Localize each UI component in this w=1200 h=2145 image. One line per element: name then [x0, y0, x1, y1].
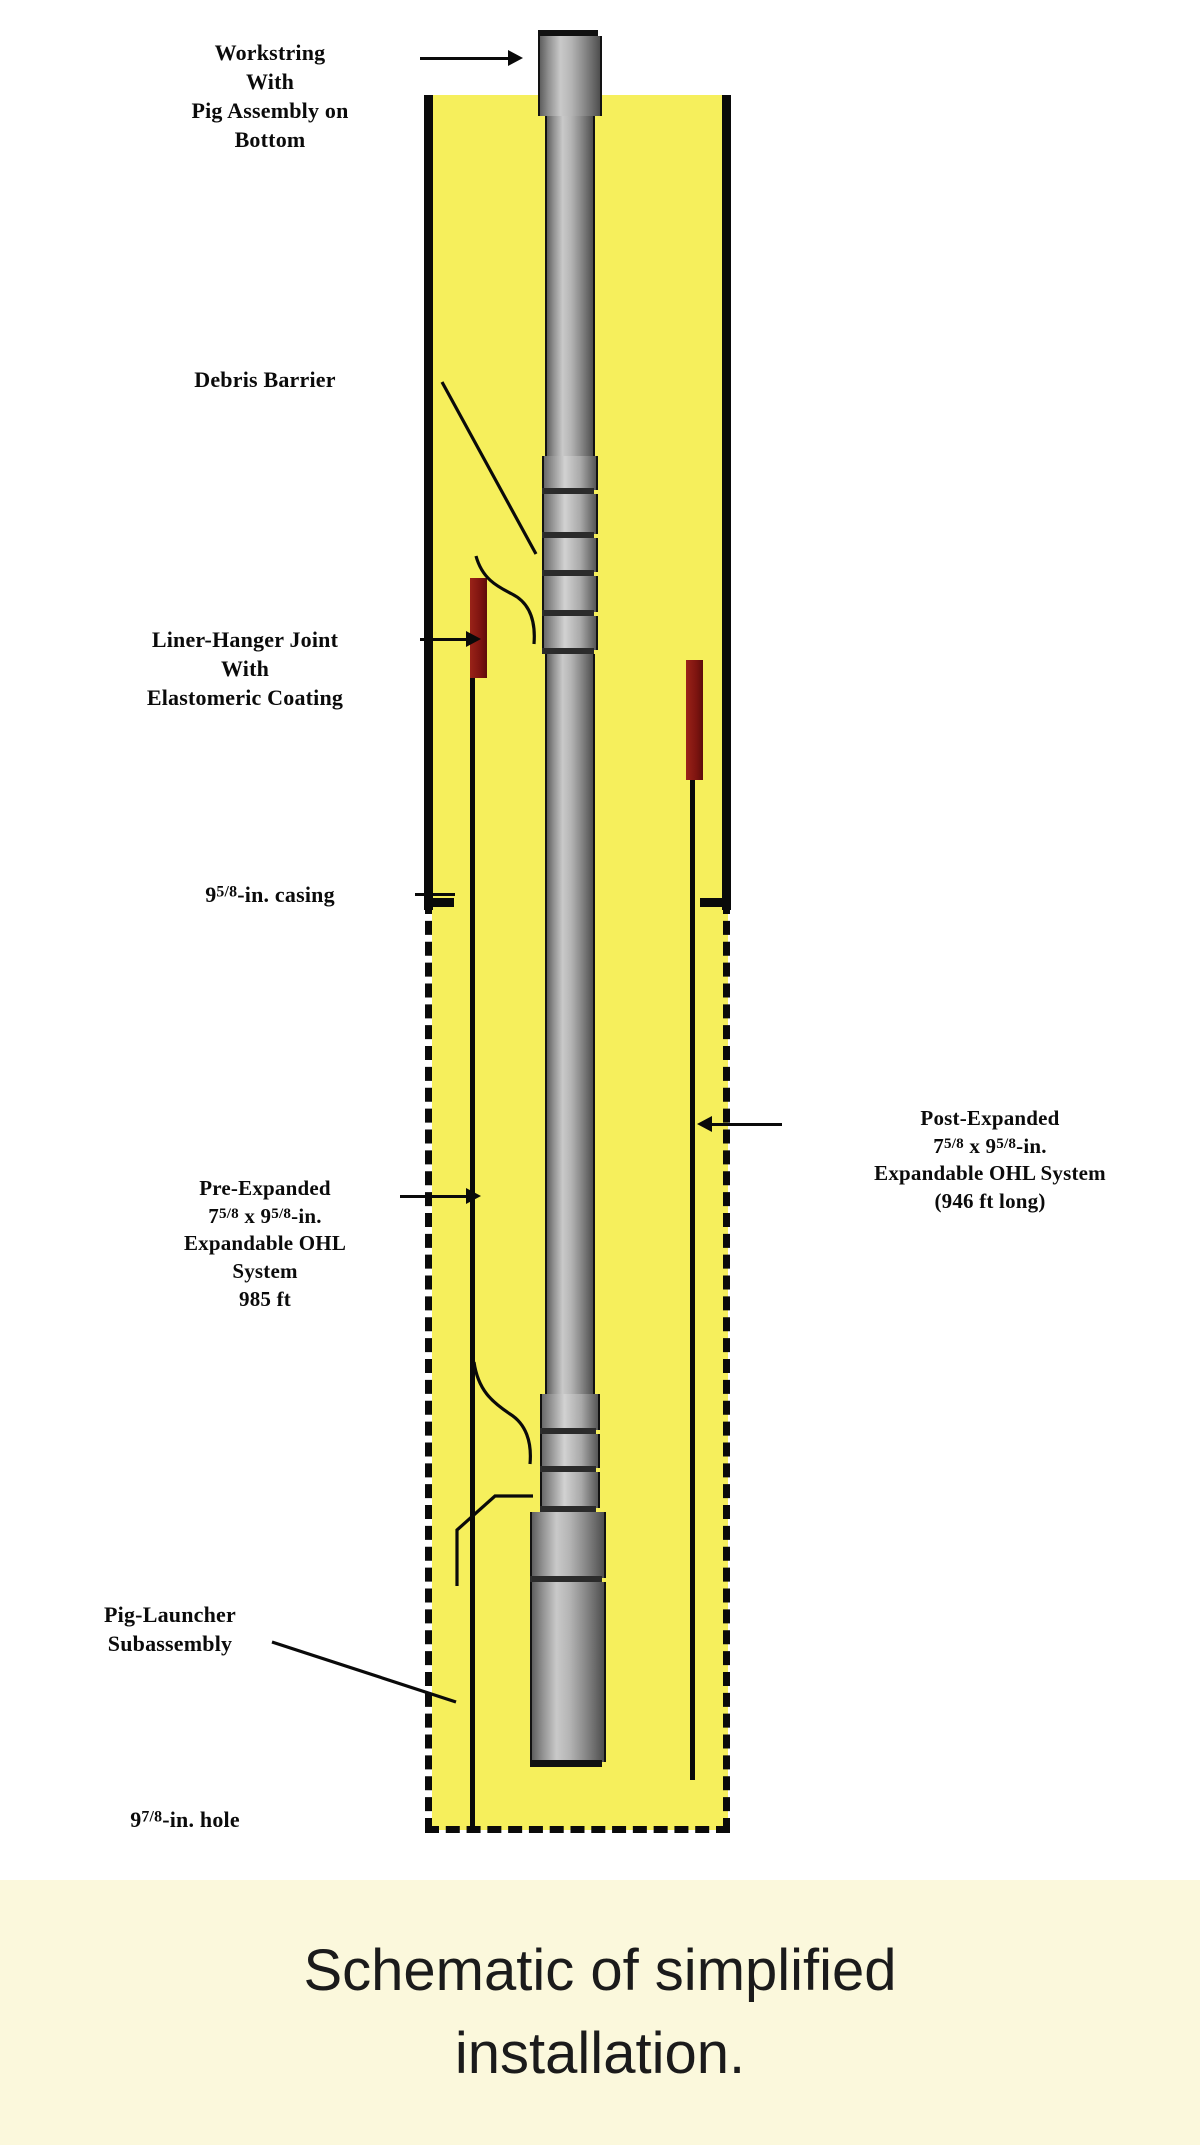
workstring-label-line-1: Workstring: [214, 40, 326, 65]
casing-label-text: 95/8-in. casing: [120, 880, 420, 909]
post-expanded-leader: [712, 1123, 782, 1126]
workstring-collar-2: [542, 494, 598, 534]
pig-launcher-taper: [455, 1494, 533, 1586]
workstring-collar-4: [542, 576, 598, 612]
workstring-band-5: [542, 648, 594, 654]
post-expanded-line-1: Post-Expanded: [920, 1106, 1060, 1130]
liner-wall-left: [470, 600, 475, 1830]
pig-launcher-label: Pig-Launcher Subassembly: [20, 1600, 320, 1658]
pig-launcher-leader: [271, 1640, 457, 1704]
pre-expanded-label: Pre-Expanded 75/8 x 95/8-in. Expandable …: [100, 1175, 430, 1314]
pre-expanded-line-2: 75/8 x 95/8-in.: [100, 1203, 430, 1231]
workstring-leader: [420, 57, 510, 60]
casing-leader: [415, 893, 455, 896]
caption-line-2: installation.: [454, 2020, 746, 2086]
workstring-band-4: [542, 610, 594, 616]
pre-expanded-l2-frac1: 5/8: [218, 1205, 239, 1222]
schematic-figure: Workstring With Pig Assembly on Bottom D…: [20, 30, 1190, 1834]
pre-expanded-l2-suffix: -in.: [291, 1203, 322, 1228]
pre-expanded-line-4: System: [232, 1259, 298, 1284]
workstring-leader-arrow: [508, 50, 523, 66]
workstring-band-1: [542, 488, 594, 494]
hole-label-fraction: 7/8: [141, 1808, 163, 1826]
openhole-bottom: [425, 1826, 730, 1833]
caption-line-1: Schematic of simplified: [303, 1938, 897, 2004]
post-expanded-line-4: (946 ft long): [934, 1189, 1046, 1214]
pre-expanded-l2-mid: x 9: [238, 1203, 272, 1228]
casing-label: 95/8-in. casing: [120, 880, 420, 909]
casing-label-prefix: 9: [205, 882, 217, 907]
pig-launcher-label-line-2: Subassembly: [107, 1631, 233, 1657]
liner-hanger-joint-label: Liner-Hanger Joint With Elastomeric Coat…: [60, 625, 430, 712]
elastomeric-coating-right: [686, 660, 703, 780]
lower-internal-hook: [472, 1361, 532, 1465]
post-expanded-line-3: Expandable OHL System: [874, 1161, 1106, 1186]
post-expanded-l2-prefix: 7: [933, 1133, 944, 1158]
pig-launcher-bottom-cap: [530, 1760, 602, 1767]
workstring-band-8: [540, 1506, 596, 1512]
debris-barrier-label: Debris Barrier: [100, 365, 430, 394]
workstring-collar-8: [540, 1472, 600, 1508]
post-expanded-label: Post-Expanded 75/8 x 95/8-in. Expandable…: [790, 1105, 1190, 1216]
pre-expanded-line-5: 985 ft: [239, 1286, 291, 1311]
workstring-collar-3: [542, 538, 598, 572]
hole-label-prefix: 9: [130, 1807, 142, 1832]
pre-expanded-leader: [400, 1195, 470, 1198]
casing-label-fraction: 5/8: [216, 883, 238, 901]
workstring-band-6: [540, 1428, 596, 1434]
workstring-label-line-3: Pig Assembly on: [191, 98, 349, 124]
post-expanded-leader-arrow: [697, 1116, 712, 1132]
hole-label-text: 97/8-in. hole: [60, 1805, 310, 1834]
debris-barrier-label-line-1: Debris Barrier: [194, 367, 336, 392]
workstring-label-line-4: Bottom: [234, 127, 306, 153]
post-expanded-l2-frac2: 5/8: [996, 1135, 1017, 1152]
post-expanded-l2-frac1: 5/8: [943, 1135, 964, 1152]
liner-hanger-label-line-2: With: [220, 656, 270, 682]
elastomeric-coating-left: [470, 578, 487, 678]
pig-launcher-body: [530, 1512, 606, 1578]
workstring-upper: [545, 116, 595, 456]
workstring-band-2: [542, 532, 594, 538]
workstring-top-cap: [538, 30, 598, 37]
workstring-label: Workstring With Pig Assembly on Bottom: [120, 38, 420, 154]
liner-hanger-label-line-3: Elastomeric Coating: [146, 685, 344, 711]
workstring-label-line-2: With: [245, 69, 295, 95]
pre-expanded-leader-arrow: [466, 1188, 481, 1204]
hole-label-suffix: -in. hole: [162, 1807, 240, 1832]
pig-launcher-label-line-1: Pig-Launcher: [104, 1602, 236, 1627]
workstring-top-section: [538, 36, 602, 116]
workstring-mid: [545, 654, 595, 1394]
pre-expanded-l2-prefix: 7: [208, 1203, 219, 1228]
casing-label-suffix: -in. casing: [237, 882, 335, 907]
pre-expanded-line-1: Pre-Expanded: [199, 1176, 331, 1200]
hole-label: 97/8-in. hole: [60, 1805, 310, 1834]
workstring-collar-1: [542, 456, 598, 490]
openhole-wall-right: [723, 900, 730, 1832]
pre-expanded-line-3: Expandable OHL: [183, 1231, 347, 1256]
pre-expanded-l2-frac2: 5/8: [271, 1205, 292, 1222]
casing-wall-left: [424, 95, 433, 910]
post-expanded-l2-mid: x 9: [963, 1133, 997, 1158]
liner-hanger-leader: [420, 638, 470, 641]
workstring-collar-6: [540, 1394, 600, 1430]
pig-launcher-band-1: [530, 1576, 602, 1582]
workstring-band-3: [542, 570, 594, 576]
casing-wall-right: [722, 95, 731, 910]
debris-barrier-leader: [440, 381, 538, 555]
workstring-collar-5: [542, 616, 598, 650]
figure-caption: Schematic of simplified installation.: [0, 1880, 1200, 2145]
casing-shoe-right: [700, 898, 731, 907]
pig-launcher-lower: [530, 1582, 606, 1762]
liner-wall-right: [690, 660, 695, 1780]
workstring-collar-7: [540, 1434, 600, 1468]
liner-hanger-label-line-1: Liner-Hanger Joint: [151, 627, 339, 652]
liner-hanger-leader-arrow: [466, 631, 481, 647]
openhole-wall-left: [425, 900, 432, 1832]
post-expanded-l2-suffix: -in.: [1016, 1133, 1047, 1158]
casing-shoe-left: [424, 898, 454, 907]
workstring-band-7: [540, 1466, 596, 1472]
post-expanded-line-2: 75/8 x 95/8-in.: [790, 1133, 1190, 1161]
debris-barrier-shape: [474, 555, 536, 645]
wellbore-diagram: [424, 30, 731, 1833]
